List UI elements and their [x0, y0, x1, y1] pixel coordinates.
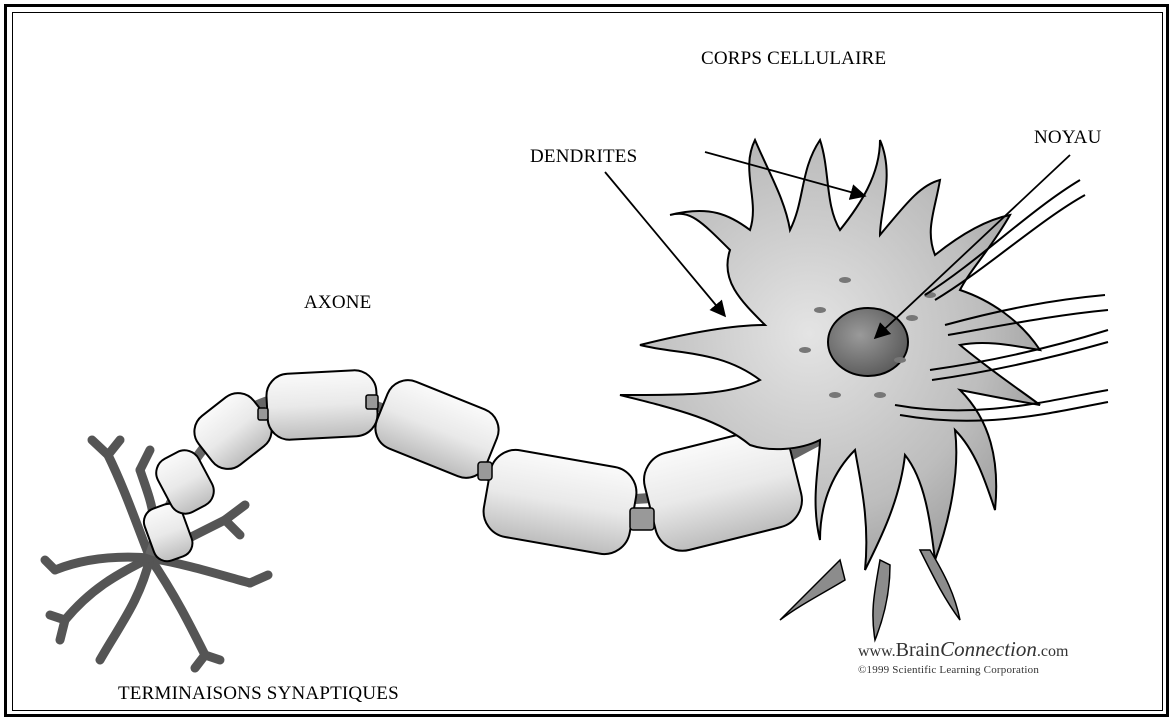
credit-copyright: ©1999 Scientific Learning Corporation: [858, 664, 1068, 676]
cell-body-label: CORPS CELLULAIRE: [701, 48, 886, 70]
dendrites-arrow-1: [705, 152, 865, 196]
credit-block: www.BrainConnection.com ©1999 Scientific…: [858, 637, 1068, 676]
credit-url: www.BrainConnection.com: [858, 637, 1068, 662]
url-prefix: www.: [858, 643, 896, 660]
url-suffix: .com: [1037, 643, 1069, 660]
terminals-label: TERMINAISONS SYNAPTIQUES: [118, 683, 399, 705]
cell-body: [620, 140, 1040, 640]
nucleus-label: NOYAU: [1034, 127, 1102, 149]
dendrites-arrow-2: [605, 172, 725, 316]
axon-label: AXONE: [304, 292, 372, 314]
url-connection: Connection: [940, 637, 1037, 661]
dendrites-label: DENDRITES: [530, 146, 637, 168]
url-brain: Brain: [896, 639, 940, 661]
